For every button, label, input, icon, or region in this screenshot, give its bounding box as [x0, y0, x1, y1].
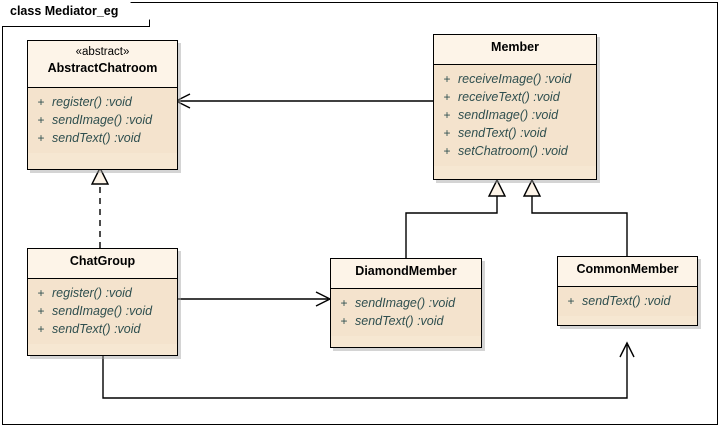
class-header-member: Member: [434, 35, 596, 65]
feature-signature: register() :void: [52, 95, 132, 109]
feature-signature: sendText() :void: [355, 314, 444, 328]
visibility-marker: +: [443, 108, 451, 122]
visibility-marker: +: [37, 322, 45, 336]
feature-signature: sendText() :void: [458, 126, 547, 140]
class-feature: + sendText() :void: [30, 320, 175, 338]
class-box-chat-group[interactable]: ChatGroup + register() :void + sendImage…: [27, 248, 178, 356]
feature-signature: receiveImage() :void: [458, 72, 572, 86]
class-features-common-member: + sendText() :void: [558, 287, 697, 316]
visibility-marker: +: [443, 90, 451, 104]
visibility-marker: +: [340, 314, 348, 328]
class-feature: + sendText() :void: [30, 129, 175, 147]
class-feature: + sendImage() :void: [30, 111, 175, 129]
class-feature: + receiveImage() :void: [436, 70, 594, 88]
class-features-chat-group: + register() :void + sendImage() :void +…: [28, 279, 177, 344]
feature-signature: receiveText() :void: [458, 90, 560, 104]
feature-signature: sendImage() :void: [52, 113, 153, 127]
feature-signature: setChatroom() :void: [458, 144, 568, 158]
class-box-member[interactable]: Member + receiveImage() :void + receiveT…: [433, 34, 597, 180]
class-header-abstract-chatroom: «abstract» AbstractChatroom: [28, 41, 177, 88]
diagram-frame-tab: [2, 2, 150, 27]
class-header-diamond-member: DiamondMember: [331, 259, 481, 289]
class-stereotype: «abstract»: [75, 46, 130, 58]
visibility-marker: +: [37, 304, 45, 318]
visibility-marker: +: [37, 286, 45, 300]
visibility-marker: +: [443, 72, 451, 86]
class-name: Member: [491, 40, 539, 54]
class-feature: + sendText() :void: [333, 312, 479, 330]
class-name: ChatGroup: [69, 254, 136, 268]
class-name: DiamondMember: [355, 264, 457, 278]
class-feature: + sendText() :void: [560, 292, 695, 310]
visibility-marker: +: [37, 131, 45, 145]
class-features-abstract-chatroom: + register() :void + sendImage() :void +…: [28, 88, 177, 153]
feature-signature: sendImage() :void: [458, 108, 559, 122]
class-feature: + register() :void: [30, 284, 175, 302]
class-features-member: + receiveImage() :void + receiveText() :…: [434, 65, 596, 166]
feature-signature: sendText() :void: [582, 294, 671, 308]
class-name: CommonMember: [576, 262, 679, 276]
class-name: AbstractChatroom: [47, 61, 158, 75]
feature-signature: sendImage() :void: [355, 296, 456, 310]
class-feature: + receiveText() :void: [436, 88, 594, 106]
diagram-title: class Mediator_eg: [10, 4, 119, 18]
class-feature: + sendImage() :void: [333, 294, 479, 312]
class-box-diamond-member[interactable]: DiamondMember + sendImage() :void + send…: [330, 258, 482, 348]
visibility-marker: +: [443, 144, 451, 158]
class-feature: + sendImage() :void: [436, 106, 594, 124]
visibility-marker: +: [37, 113, 45, 127]
class-feature: + sendText() :void: [436, 124, 594, 142]
visibility-marker: +: [37, 95, 45, 109]
class-feature: + setChatroom() :void: [436, 142, 594, 160]
class-header-common-member: CommonMember: [558, 257, 697, 287]
visibility-marker: +: [340, 296, 348, 310]
visibility-marker: +: [443, 126, 451, 140]
feature-signature: sendText() :void: [52, 322, 141, 336]
feature-signature: sendText() :void: [52, 131, 141, 145]
visibility-marker: +: [567, 294, 575, 308]
feature-signature: sendImage() :void: [52, 304, 153, 318]
class-feature: + register() :void: [30, 93, 175, 111]
class-box-common-member[interactable]: CommonMember + sendText() :void: [557, 256, 698, 326]
class-features-diamond-member: + sendImage() :void + sendText() :void: [331, 289, 481, 336]
class-box-abstract-chatroom[interactable]: «abstract» AbstractChatroom + register()…: [27, 40, 178, 170]
class-header-chat-group: ChatGroup: [28, 249, 177, 279]
feature-signature: register() :void: [52, 286, 132, 300]
class-feature: + sendImage() :void: [30, 302, 175, 320]
